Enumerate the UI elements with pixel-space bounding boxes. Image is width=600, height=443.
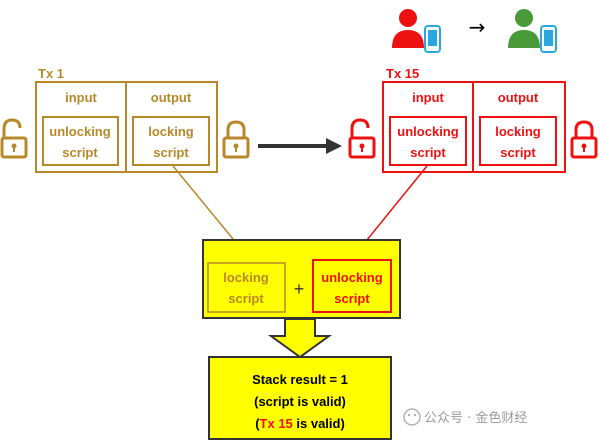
tx1-locking-line1: locking (148, 124, 194, 139)
combined-locking-line1: locking (223, 270, 269, 285)
tx15-unlocking-line1: unlocking (397, 124, 458, 139)
tx1-unlocking-line1: unlocking (49, 124, 110, 139)
tx1-output-label: output (151, 90, 192, 105)
transfer-arrow: → (469, 15, 486, 39)
tx15-output-label: output (498, 90, 539, 105)
combined-unlocking-line2: script (334, 291, 370, 306)
plus-sign: + (294, 279, 305, 299)
down-block-arrow (267, 318, 333, 359)
wechat-icon (403, 408, 421, 426)
combined-unlocking-script-box (312, 259, 392, 313)
tx15-title: Tx 15 (386, 66, 419, 81)
script-combine-box (202, 239, 401, 319)
result-line3-open: ( (255, 416, 260, 431)
receiver-user-icon (508, 9, 557, 53)
padlock-open-icon (348, 118, 376, 159)
tx1-box (35, 81, 218, 173)
tx1-input-label: input (65, 90, 97, 105)
tx15-locking-line1: locking (495, 124, 541, 139)
combined-locking-script-box (207, 262, 286, 313)
tx15-unlocking-script-box (389, 116, 467, 166)
tx1-locking-line2: script (153, 145, 189, 160)
tx1-unlocking-line2: script (62, 145, 98, 160)
tx1-title: Tx 1 (38, 66, 64, 81)
result-line3: (Tx 15 is valid) (255, 416, 345, 431)
padlock-closed-icon (570, 120, 598, 159)
padlock-closed-icon (222, 120, 250, 159)
tx15-locking-line2: script (500, 145, 536, 160)
result-line2: (script is valid) (254, 394, 346, 409)
tx1-locking-script-box (132, 116, 210, 166)
result-line1: Stack result = 1 (252, 372, 348, 387)
combined-unlocking-line1: unlocking (321, 270, 382, 285)
tx15-locking-script-box (479, 116, 557, 166)
stack-result-box (208, 356, 392, 440)
tx-flow-arrow (258, 138, 342, 154)
result-line3-close: is valid) (293, 416, 345, 431)
combined-locking-line2: script (228, 291, 264, 306)
tx1-unlocking-script-box (42, 116, 119, 166)
padlock-open-icon (0, 118, 28, 159)
watermark-text: 公众号 · 金色财经 (424, 410, 527, 426)
tx15-input-label: input (412, 90, 444, 105)
tx15-unlocking-line2: script (410, 145, 446, 160)
tx15-box (382, 81, 566, 173)
watermark: 公众号 · 金色财经 (403, 408, 527, 426)
result-line3-tx: Tx 15 (260, 416, 293, 431)
sender-user-icon (392, 9, 441, 53)
